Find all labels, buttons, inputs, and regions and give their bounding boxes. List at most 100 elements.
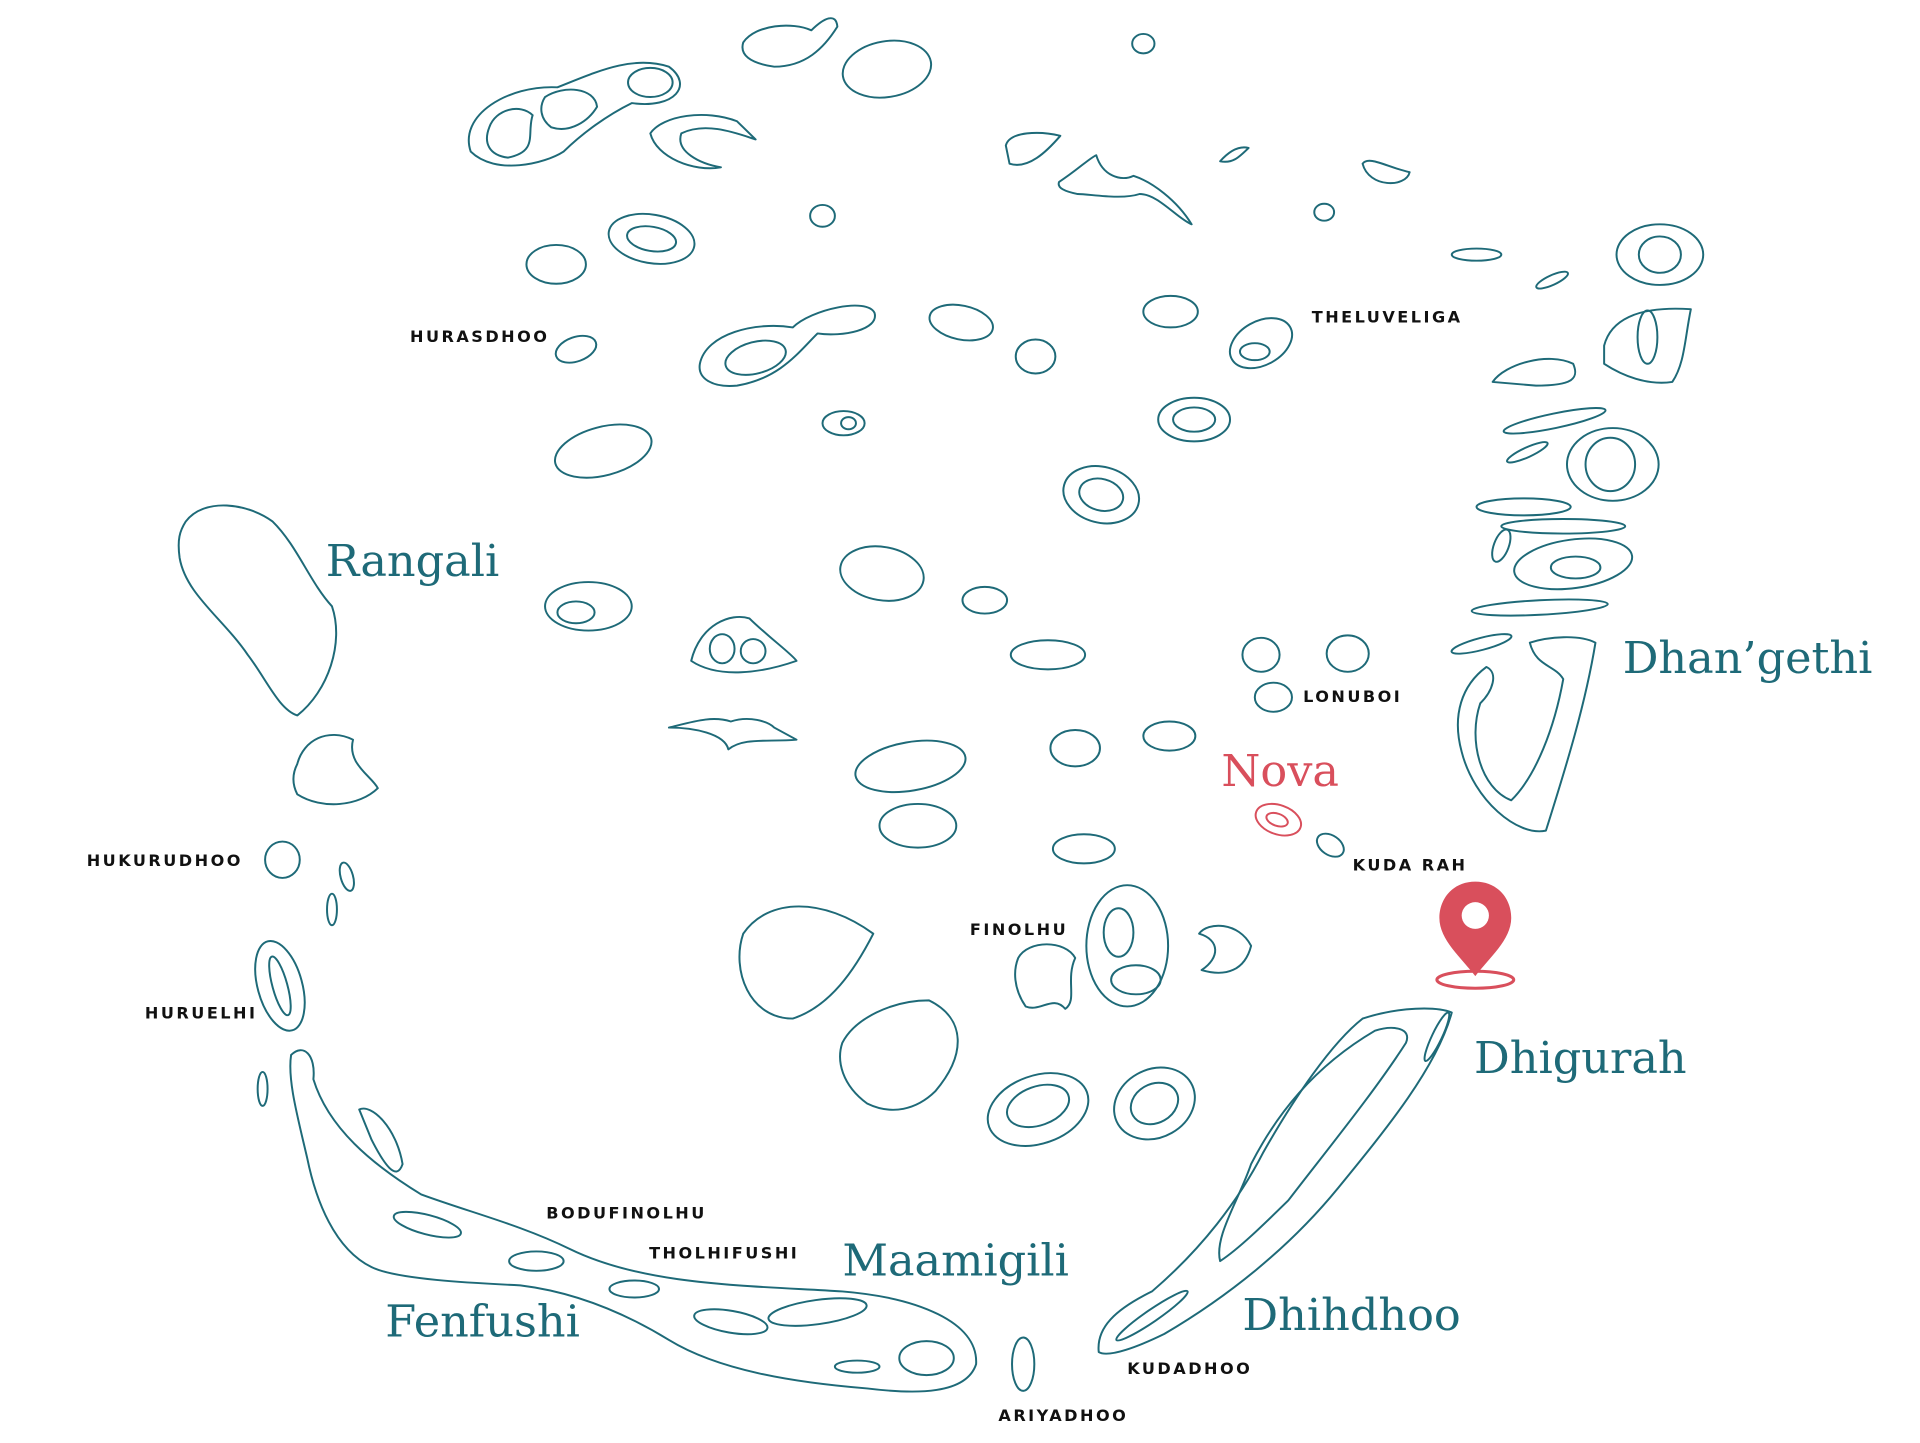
island bbox=[268, 955, 292, 1017]
island bbox=[767, 1297, 868, 1327]
island bbox=[878, 802, 958, 849]
island bbox=[739, 638, 767, 665]
label-rangali: Rangali bbox=[326, 536, 500, 586]
island bbox=[1198, 924, 1253, 974]
island bbox=[544, 581, 633, 632]
island bbox=[928, 303, 994, 342]
island bbox=[1470, 598, 1609, 617]
island bbox=[1009, 639, 1087, 671]
island bbox=[1172, 406, 1217, 433]
island bbox=[292, 734, 379, 806]
label-hurasdhoo: HURASDHOO bbox=[410, 327, 549, 346]
label-fenfushi: Fenfushi bbox=[385, 1297, 580, 1347]
island bbox=[1218, 1027, 1409, 1263]
islands bbox=[177, 17, 1705, 1393]
island bbox=[1491, 357, 1577, 387]
label-finolhu: FINOLHU bbox=[970, 920, 1068, 939]
island bbox=[1238, 342, 1271, 362]
island bbox=[833, 1359, 881, 1374]
island bbox=[1157, 396, 1232, 443]
island bbox=[1057, 154, 1193, 226]
pin-hole bbox=[1461, 902, 1489, 929]
island bbox=[1502, 407, 1607, 435]
label-huruelhi: HURUELHI bbox=[145, 1004, 258, 1023]
island-fenfushi bbox=[289, 1049, 978, 1393]
island bbox=[1325, 634, 1370, 673]
island bbox=[1636, 309, 1659, 365]
island bbox=[1115, 1289, 1189, 1342]
island-rangali bbox=[177, 504, 338, 717]
island bbox=[1450, 247, 1503, 262]
island bbox=[1549, 555, 1602, 580]
island-dhigurah bbox=[1097, 1007, 1453, 1355]
island bbox=[608, 1279, 660, 1299]
island bbox=[1313, 202, 1336, 222]
island bbox=[1500, 518, 1627, 535]
island bbox=[556, 600, 596, 625]
label-bodufinolhu: BODUFINOLHU bbox=[546, 1204, 707, 1223]
island bbox=[1241, 636, 1281, 673]
island bbox=[1014, 338, 1057, 375]
island bbox=[1361, 159, 1411, 185]
island bbox=[1142, 294, 1199, 329]
island bbox=[1131, 32, 1156, 55]
island bbox=[898, 1340, 955, 1377]
island bbox=[392, 1210, 462, 1239]
label-kuda-rah: KUDA RAH bbox=[1353, 856, 1468, 875]
island bbox=[839, 545, 925, 602]
labels: HURASDHOO THELUVELIGA Rangali Dhan’gethi… bbox=[87, 308, 1873, 1425]
label-dhihdhoo: Dhihdhoo bbox=[1242, 1291, 1460, 1341]
island-ariyadhoo bbox=[1011, 1336, 1036, 1392]
label-dhangethi: Dhan’gethi bbox=[1623, 633, 1873, 683]
island-dhangethi bbox=[1456, 636, 1597, 833]
island bbox=[1423, 1011, 1451, 1063]
island bbox=[1603, 307, 1692, 384]
label-nova: Nova bbox=[1221, 746, 1339, 796]
island bbox=[854, 739, 967, 794]
island bbox=[1102, 907, 1135, 958]
island bbox=[358, 1107, 404, 1173]
label-theluveliga: THELUVELIGA bbox=[1312, 308, 1463, 327]
island bbox=[667, 718, 798, 751]
island bbox=[1615, 223, 1705, 286]
island bbox=[607, 212, 696, 265]
island bbox=[839, 999, 959, 1111]
label-kudadhoo: KUDADHOO bbox=[1127, 1359, 1252, 1378]
island bbox=[1085, 884, 1170, 1008]
island bbox=[554, 334, 598, 364]
island-nova bbox=[1254, 802, 1303, 837]
island bbox=[1637, 235, 1682, 274]
island bbox=[1078, 477, 1125, 512]
island bbox=[1535, 270, 1569, 290]
island bbox=[1253, 681, 1293, 713]
island bbox=[708, 633, 736, 665]
island bbox=[649, 114, 757, 170]
island bbox=[1142, 720, 1197, 752]
island bbox=[338, 861, 355, 892]
pin-marker[interactable] bbox=[1435, 881, 1516, 990]
label-maamigili: Maamigili bbox=[842, 1236, 1069, 1286]
island bbox=[1014, 943, 1077, 1010]
island bbox=[809, 203, 836, 228]
island bbox=[1219, 146, 1250, 163]
island bbox=[840, 416, 857, 431]
island bbox=[254, 940, 306, 1032]
island bbox=[1006, 1083, 1071, 1129]
island bbox=[1049, 729, 1101, 768]
island bbox=[698, 304, 876, 387]
island bbox=[1113, 1066, 1196, 1141]
island bbox=[627, 66, 674, 98]
island bbox=[1315, 832, 1345, 858]
label-lonuboi: LONUBOI bbox=[1303, 687, 1402, 706]
island bbox=[1004, 131, 1062, 166]
island bbox=[525, 243, 587, 285]
island bbox=[738, 905, 875, 1020]
island bbox=[1062, 465, 1141, 525]
island bbox=[1110, 964, 1162, 996]
island bbox=[540, 88, 599, 130]
island bbox=[1051, 833, 1116, 865]
label-tholhifushi: THOLHIFUSHI bbox=[649, 1244, 799, 1263]
island bbox=[741, 17, 839, 68]
island bbox=[821, 410, 866, 437]
